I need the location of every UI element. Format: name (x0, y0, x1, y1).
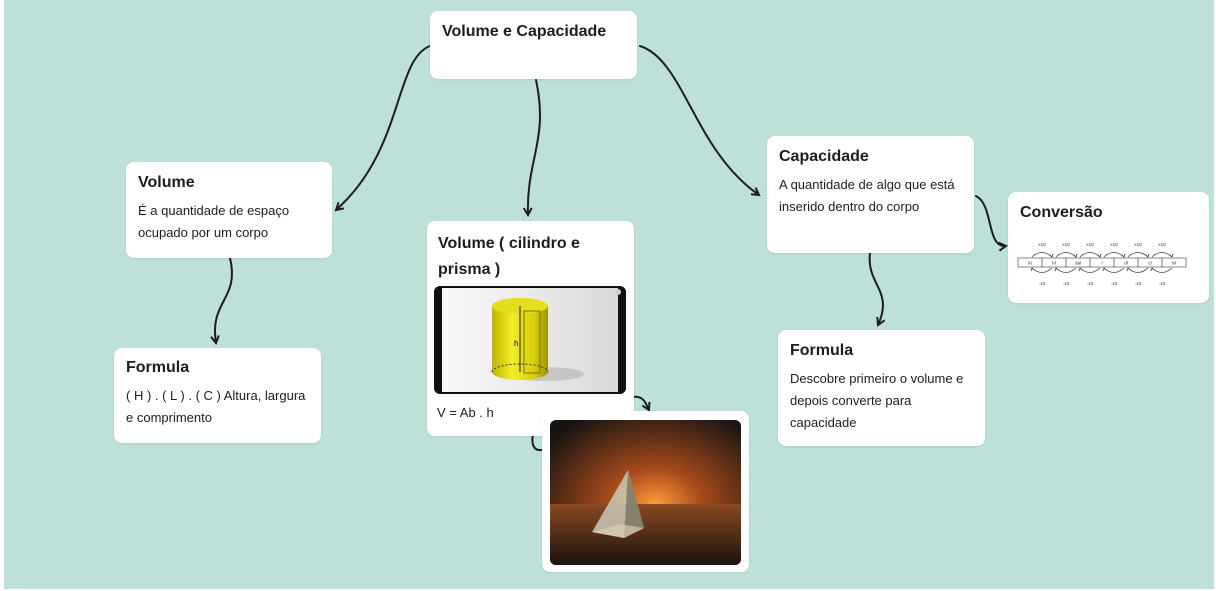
divide-arrow (1103, 267, 1125, 273)
divide-arrow-head (1054, 267, 1059, 272)
multiply-arrow-head (1169, 253, 1174, 258)
divide-label: :10 (1135, 281, 1142, 286)
unit-label: dal (1075, 261, 1081, 266)
connector-root-capacidade (639, 45, 759, 195)
divide-arrow (1079, 267, 1101, 273)
capacidade-node-description: A quantidade de algo que está inserido d… (779, 177, 955, 214)
divide-label: :10 (1111, 281, 1118, 286)
divide-arrow (1055, 267, 1077, 273)
formula-volume-node-title: Formula (126, 359, 190, 376)
divide-label: :10 (1087, 281, 1094, 286)
volume-node-description: É a quantidade de espaço ocupado por um … (138, 203, 290, 240)
divide-arrow-head (1102, 267, 1107, 272)
volume-node[interactable]: Volume É a quantidade de espaço ocupado … (126, 162, 332, 258)
unit-label: kl (1028, 261, 1031, 266)
formula-volume-node-description: ( H ) . ( L ) . ( C ) Altura, largura e … (126, 388, 306, 425)
cylinder-height-label: h (514, 339, 518, 348)
multiply-arrow (1127, 252, 1149, 258)
connector-root-cylinder (528, 79, 541, 215)
formula-capacidade-node-title: Formula (790, 342, 854, 359)
multiply-arrow-head (1073, 253, 1078, 258)
multiply-arrow (1031, 252, 1053, 258)
multiply-label: x10 (1134, 242, 1142, 247)
connector-cylinder-prism (631, 395, 649, 410)
divide-arrow-head (1030, 267, 1035, 272)
unit-label: ml (1172, 261, 1177, 266)
divide-arrow (1127, 267, 1149, 273)
connector-root-volume (336, 45, 431, 210)
multiply-label: x10 (1110, 242, 1118, 247)
conversao-node-title: Conversão (1020, 204, 1103, 221)
unit-conversion-chart: kl x10 :10 hl x10 :10 dal x10 :10 l x10 :10 dl x10 :10… (1017, 242, 1187, 286)
root-node[interactable]: Volume e Capacidade (430, 11, 637, 79)
unit-cell (1161, 257, 1187, 268)
connector-lines (4, 45, 1214, 451)
formula-volume-node[interactable]: Formula ( H ) . ( L ) . ( C ) Altura, la… (114, 348, 321, 443)
multiply-label: x10 (1158, 242, 1166, 247)
divide-arrow-head (1078, 267, 1083, 272)
multiply-arrow-head (1121, 253, 1126, 258)
cylinder-formula: V = Ab . h (437, 405, 494, 420)
cylinder-image: h (434, 286, 626, 394)
connector-capacidade-formula (868, 252, 883, 325)
divide-label: :10 (1039, 281, 1046, 286)
cylinder-prism-node-title: Volume ( cilindro e prisma ) (438, 235, 580, 278)
divide-label: :10 (1159, 281, 1166, 286)
multiply-label: x10 (1062, 242, 1070, 247)
multiply-arrow (1151, 252, 1173, 258)
cylinder-prism-node[interactable]: Volume ( cilindro e prisma ) (427, 221, 634, 436)
divide-arrow-head (1126, 267, 1131, 272)
capacidade-node-title: Capacidade (779, 148, 869, 165)
connector-capacidade-conversao (975, 195, 1006, 246)
multiply-label: x10 (1038, 242, 1046, 247)
divide-arrow (1151, 267, 1173, 273)
multiply-label: x10 (1086, 242, 1094, 247)
capacidade-node[interactable]: Capacidade A quantidade de algo que está… (767, 136, 974, 253)
conversao-node[interactable]: Conversão kl x10 :10 hl x10 :10 dal x10 :10 l x10:… (1008, 192, 1209, 303)
multiply-arrow-head (1145, 253, 1150, 258)
formula-capacidade-node-description: Descobre primeiro o volume e depois conv… (790, 371, 964, 430)
unit-label: hl (1052, 261, 1056, 266)
connector-volume-formula (215, 257, 233, 343)
divide-arrow (1031, 267, 1053, 273)
multiply-arrow-head (1097, 253, 1102, 258)
divide-label: :10 (1063, 281, 1070, 286)
multiply-arrow (1055, 252, 1077, 258)
prism-photo-node[interactable] (542, 411, 749, 572)
formula-capacidade-node[interactable]: Formula Descobre primeiro o volume e dep… (778, 330, 985, 446)
unit-label: l (1102, 261, 1103, 266)
prism-image (550, 420, 741, 565)
divide-arrow-head (1150, 267, 1155, 272)
unit-label: cl (1148, 261, 1151, 266)
unit-label: dl (1124, 261, 1128, 266)
multiply-arrow-head (1049, 253, 1054, 258)
multiply-arrow (1079, 252, 1101, 258)
multiply-arrow (1103, 252, 1125, 258)
volume-node-title: Volume (138, 174, 195, 191)
root-node-title: Volume e Capacidade (442, 23, 607, 40)
mind-map-canvas: Volume e Capacidade Volume É a quantidad… (4, 0, 1214, 589)
